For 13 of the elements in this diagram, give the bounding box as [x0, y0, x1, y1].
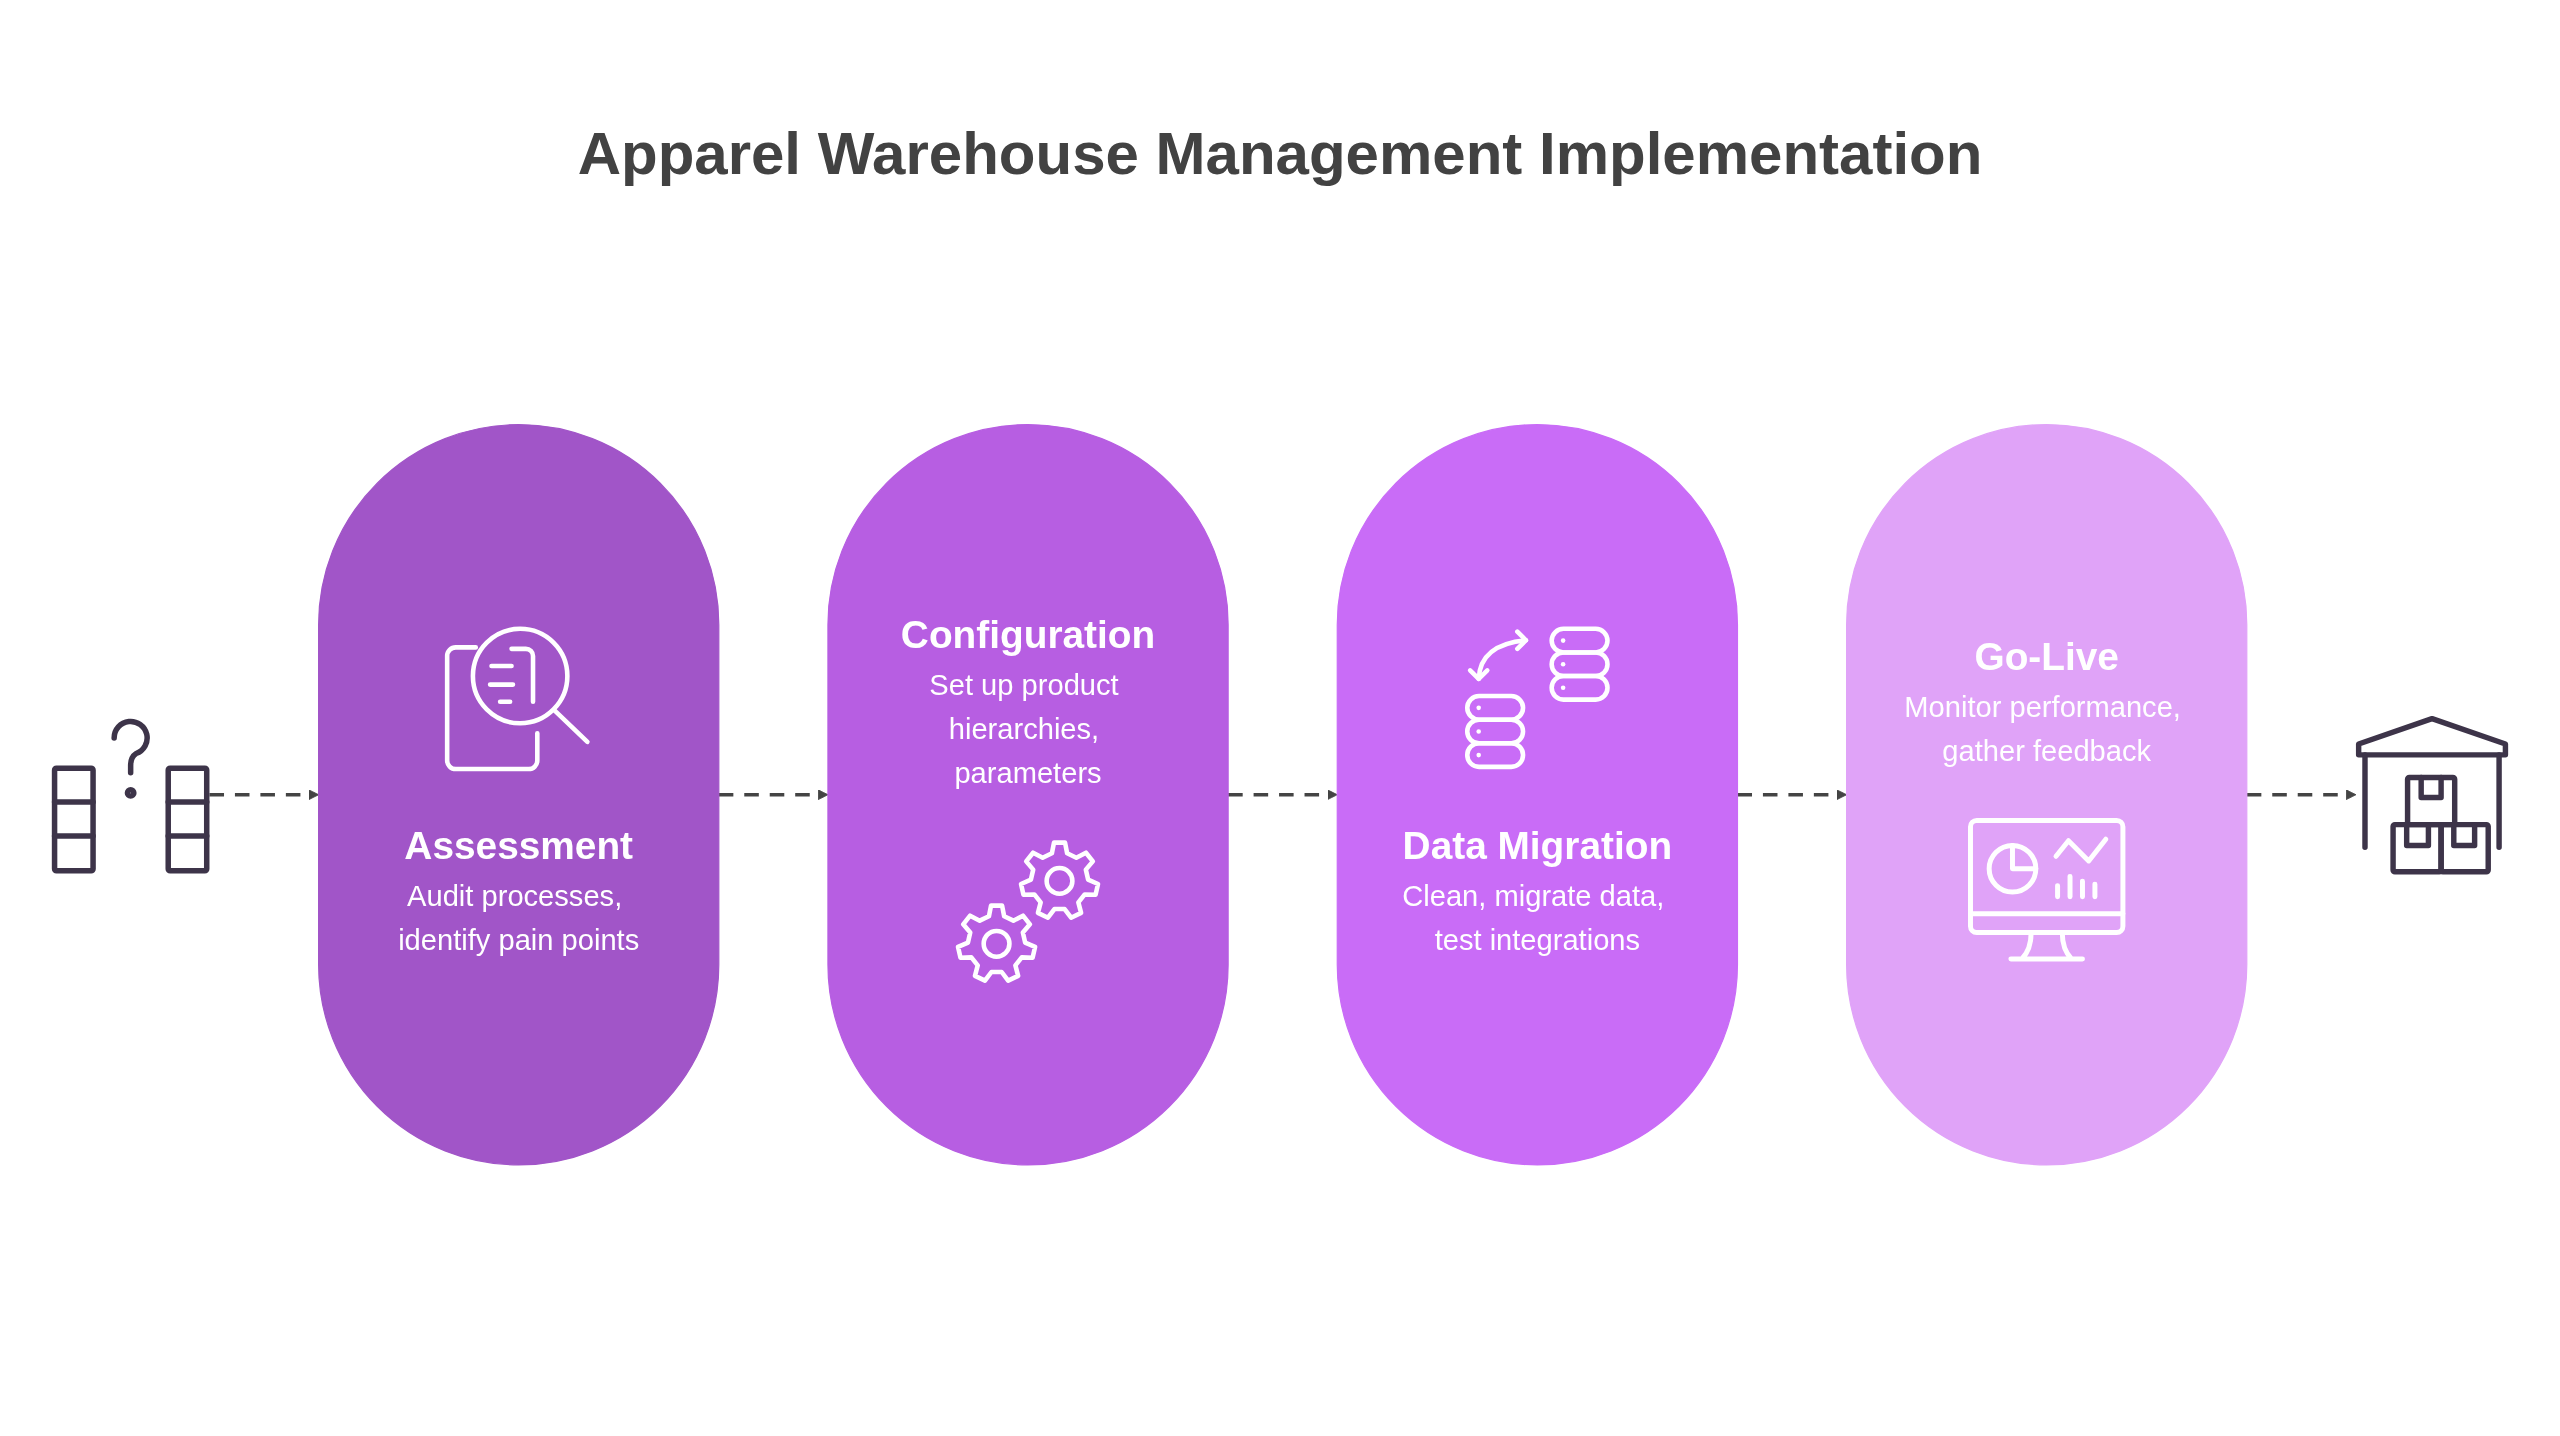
- title: Apparel Warehouse Management Implementation: [577, 119, 1983, 189]
- stage-title: Data Migration: [1402, 824, 1673, 868]
- dashed-arrow: [2246, 789, 2357, 801]
- stage-title: Go-Live: [1974, 634, 2119, 679]
- warehouse-boxes-icon: [2355, 716, 2509, 875]
- stage-title: Configuration: [900, 613, 1156, 657]
- stage-description: Set up product hierarchies, parameters: [929, 668, 1120, 789]
- shelves-question-icon: [51, 718, 210, 874]
- stage-description: Clean, migrate data, test integrations: [1402, 879, 1666, 957]
- stage-description: Monitor performance, gather feedback: [1904, 690, 2182, 768]
- dashed-arrow: [1228, 789, 1338, 801]
- stage-title: Assessment: [404, 824, 633, 868]
- stage-description: Audit processes, identify pain points: [398, 879, 640, 957]
